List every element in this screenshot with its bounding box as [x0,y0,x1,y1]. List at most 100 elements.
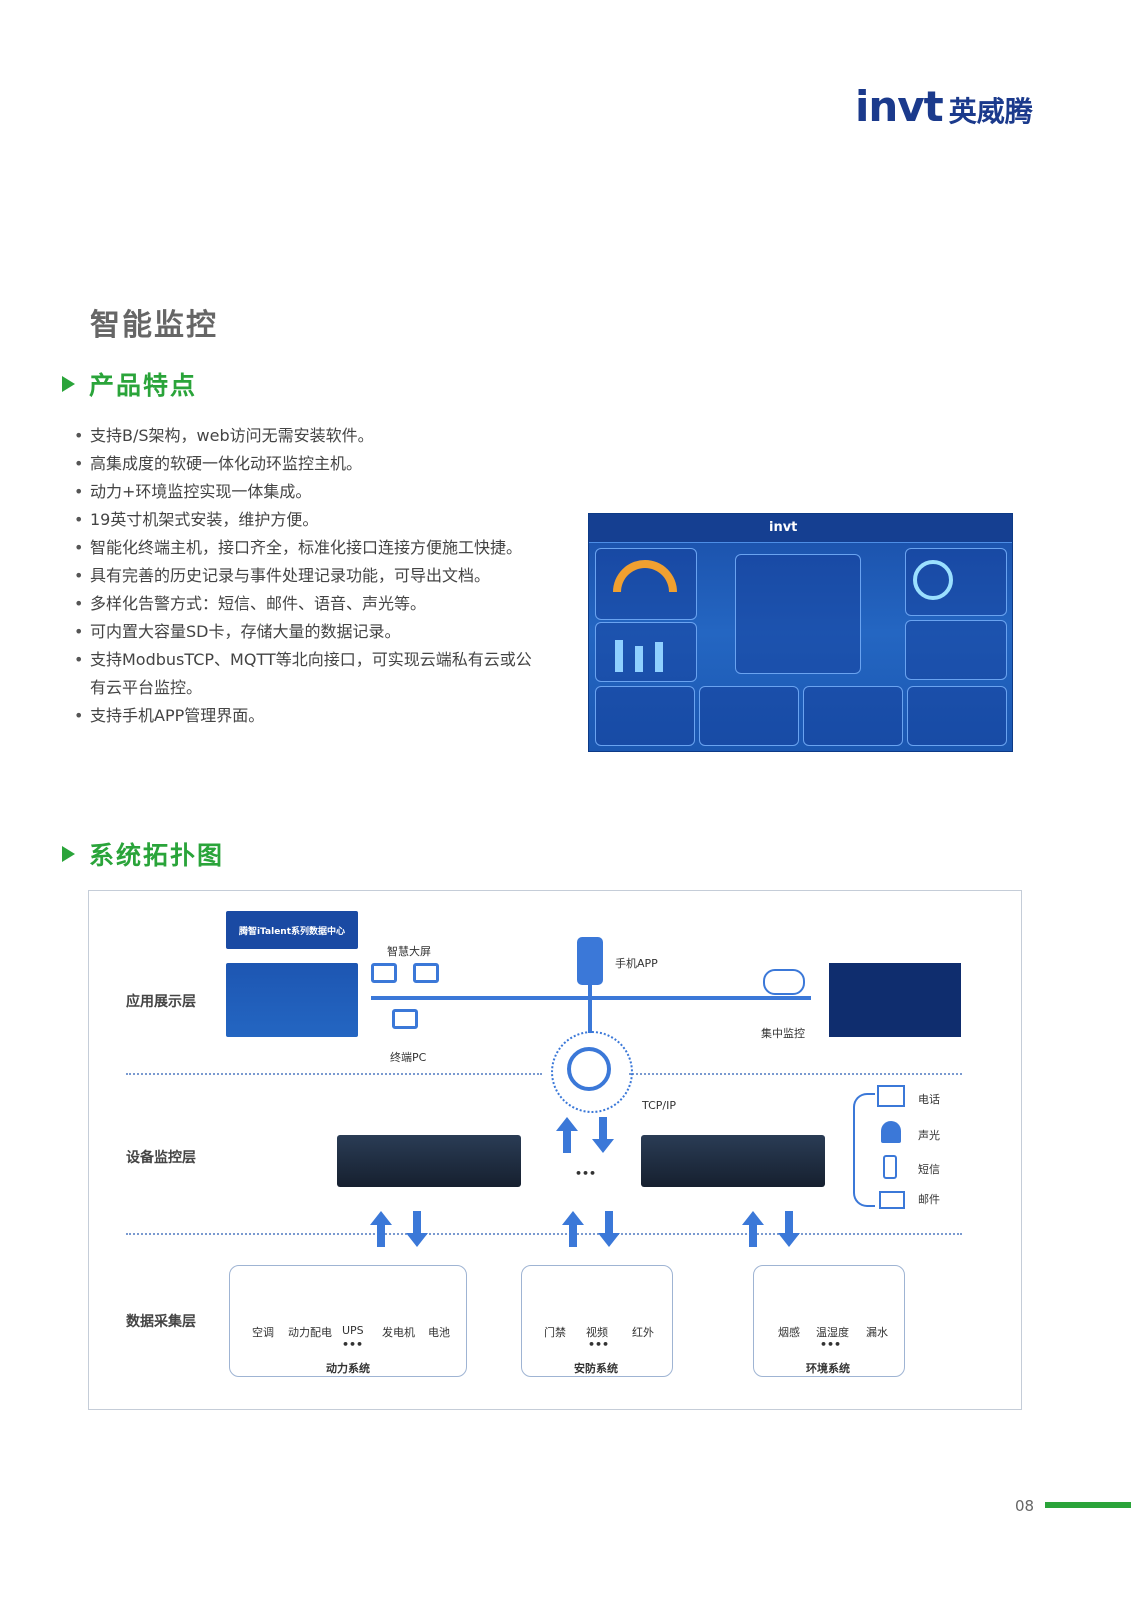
arrow-down-icon [592,1139,614,1153]
dashboard-topbar [589,514,1012,543]
more-dots: ••• [588,1338,610,1351]
alarm-label: 邮件 [918,1193,940,1206]
security-item: 门禁 [544,1326,566,1339]
bar-icon [655,642,663,672]
security-system-box: 门禁 视频 红外 ••• 安防系统 [521,1265,673,1377]
big-screen-image [226,963,358,1037]
arrow-shaft [749,1225,757,1247]
bar-icon [635,646,643,672]
dashboard-panel [905,620,1007,680]
layer-divider [629,1073,962,1075]
feature-item: 动力+环境监控实现一体集成。 [72,478,542,506]
more-dots: ••• [820,1338,842,1351]
feature-item: 支持B/S架构，web访问无需安装软件。 [72,422,542,450]
monitor-icon [413,963,439,983]
layer-divider [126,1073,542,1075]
feature-list: 支持B/S架构，web访问无需安装软件。 高集成度的软硬一体化动环监控主机。 动… [72,422,542,730]
arrow-shaft [569,1225,577,1247]
power-item: 电池 [428,1326,450,1339]
layer-device-label: 设备监控层 [126,1150,196,1166]
mobile-phone-icon [577,937,603,985]
globe-icon [567,1047,611,1091]
power-item: 发电机 [382,1326,415,1339]
arrow-shaft [413,1211,421,1233]
feature-item: 19英寸机架式安装，维护方便。 [72,506,542,534]
power-item: UPS [342,1324,364,1337]
security-item: 视频 [586,1326,608,1339]
more-dots: ••• [575,1167,597,1180]
alarm-label: 电话 [918,1093,940,1106]
chart-panel [907,686,1007,746]
environment-item: 漏水 [866,1326,888,1339]
power-system-box: 空调 动力配电 UPS 发电机 电池 ••• 动力系统 [229,1265,467,1377]
environment-item: 温湿度 [816,1326,849,1339]
central-monitor-label: 集中监控 [761,1027,805,1040]
network-link [588,985,592,1033]
monitoring-host-device [337,1135,521,1187]
triangle-bullet-icon [62,846,75,862]
dashboard-panel [595,622,697,682]
page-title: 智能监控 [90,308,218,343]
topology-diagram: 应用展示层 设备监控层 数据采集层 腾智iTalent系列数据中心 智慧大屏 终… [88,890,1022,1410]
feature-item: 支持手机APP管理界面。 [72,702,542,730]
email-icon [879,1191,905,1209]
big-screen-label: 智慧大屏 [387,945,431,958]
chart-panel [595,686,695,746]
arrow-shaft [599,1117,607,1139]
arrow-shaft [785,1211,793,1233]
feature-item: 高集成度的软硬一体化动环监控主机。 [72,450,542,478]
terminal-pc-icon [392,1009,418,1029]
feature-item: 多样化告警方式：短信、邮件、语音、声光等。 [72,590,542,618]
brand-logo: invt 英威腾 [855,82,1033,132]
more-dots: ••• [342,1338,364,1351]
bar-icon [615,640,623,672]
tcpip-label: TCP/IP [642,1099,676,1112]
monitor-icon [371,963,397,983]
page-number: 08 [1015,1497,1035,1515]
chart-panel [699,686,799,746]
chart-panel [803,686,903,746]
arrow-down-icon [406,1233,428,1247]
gauge-icon [613,560,677,592]
phone-icon [877,1085,905,1107]
environment-system-box: 烟感 温湿度 漏水 ••• 环境系统 [753,1265,905,1377]
security-system-label: 安防系统 [574,1362,618,1375]
alarm-bracket [853,1093,875,1207]
section-features-title: 产品特点 [89,371,198,400]
page-number-bar [1045,1502,1131,1508]
arrow-up-icon [562,1211,584,1225]
logo-cn: 英威腾 [948,95,1033,128]
layer-divider [126,1233,962,1235]
dashboard-screenshot: invt [588,513,1013,752]
feature-item: 可内置大容量SD卡，存储大量的数据记录。 [72,618,542,646]
sms-icon [883,1155,897,1179]
central-monitor-image [829,963,961,1037]
dashboard-logo: invt [769,520,798,535]
logo-mark: invt [855,82,944,131]
arrow-shaft [563,1131,571,1153]
triangle-bullet-icon [62,376,75,392]
cloud-icon [763,969,805,995]
arrow-up-icon [556,1117,578,1131]
ring-icon [913,560,953,600]
security-item: 红外 [632,1326,654,1339]
feature-item: 具有完善的历史记录与事件处理记录功能，可导出文档。 [72,562,542,590]
alarm-label: 声光 [918,1129,940,1142]
feature-item: 智能化终端主机，接口齐全，标准化接口连接方便施工快捷。 [72,534,542,562]
layer-app-label: 应用展示层 [126,994,196,1010]
monitoring-host-device [641,1135,825,1187]
section-topology-header: 系统拓扑图 [62,836,224,872]
section-topology-title: 系统拓扑图 [89,841,225,870]
alarm-light-icon [881,1121,901,1143]
layer-data-label: 数据采集层 [126,1314,196,1330]
alarm-label: 短信 [918,1163,940,1176]
arrow-shaft [605,1211,613,1233]
environment-item: 烟感 [778,1326,800,1339]
power-item: 空调 [252,1326,274,1339]
terminal-pc-label: 终端PC [390,1051,427,1064]
network-hub-ring [551,1031,633,1113]
section-features-header: 产品特点 [62,366,197,402]
datacenter-banner: 腾智iTalent系列数据中心 [226,911,358,949]
environment-system-label: 环境系统 [806,1362,850,1375]
arrow-up-icon [370,1211,392,1225]
